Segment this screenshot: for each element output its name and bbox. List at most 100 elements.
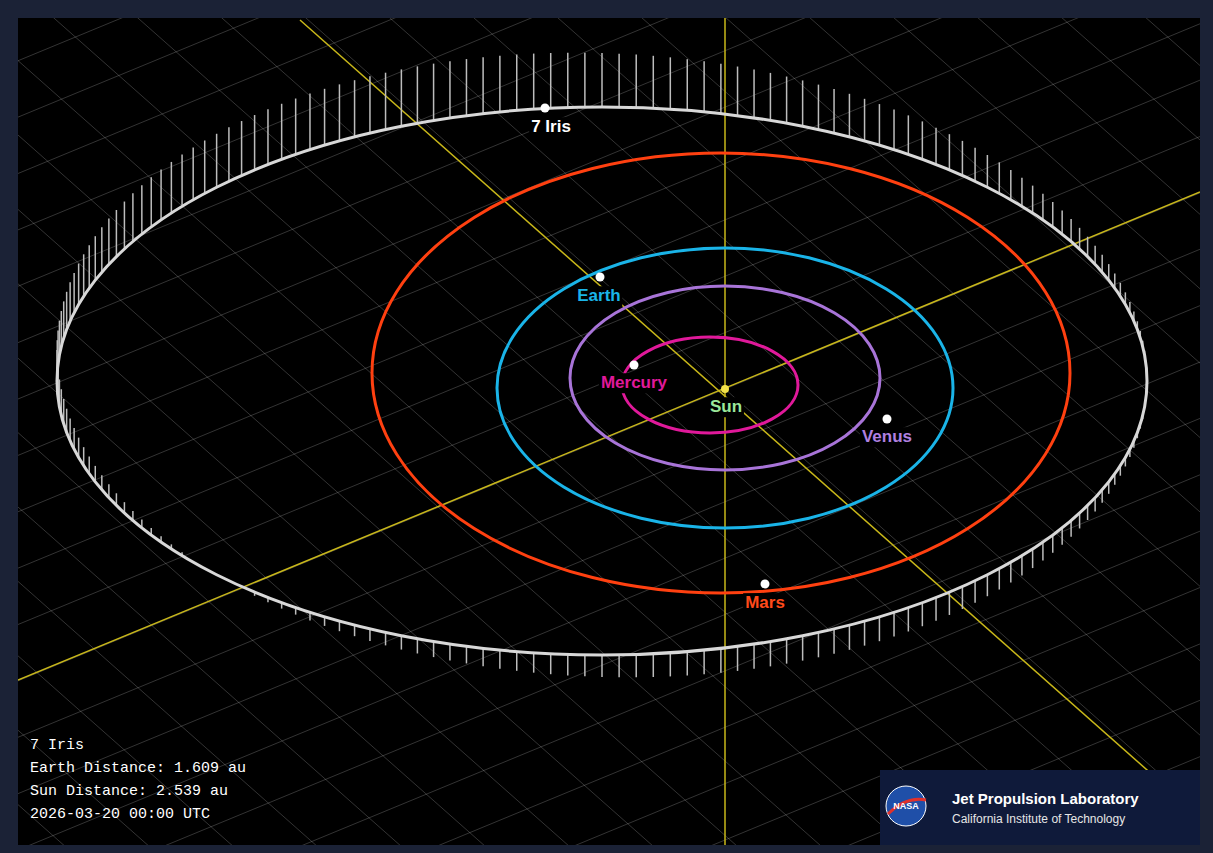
tick bbox=[516, 54, 518, 110]
tick bbox=[962, 141, 964, 176]
tick bbox=[802, 636, 804, 661]
tick bbox=[108, 219, 110, 265]
grid-line bbox=[30, 18, 1200, 845]
tick bbox=[1021, 556, 1023, 576]
tick bbox=[922, 603, 924, 627]
grid-line bbox=[259, 18, 1200, 845]
tick bbox=[618, 655, 620, 677]
tick bbox=[324, 89, 326, 145]
tick bbox=[78, 264, 80, 305]
tick bbox=[601, 53, 603, 107]
tick bbox=[974, 148, 976, 181]
tick bbox=[987, 575, 989, 596]
tick bbox=[974, 581, 976, 603]
tick bbox=[150, 177, 152, 227]
body-dot bbox=[883, 415, 892, 424]
tick bbox=[369, 629, 371, 641]
grid-line bbox=[18, 18, 847, 845]
tick bbox=[1061, 528, 1063, 545]
tick bbox=[1087, 237, 1089, 257]
grid-line bbox=[18, 18, 1200, 845]
grid-line bbox=[18, 126, 1200, 845]
tick bbox=[818, 85, 820, 130]
tick bbox=[550, 654, 552, 674]
tick bbox=[753, 70, 755, 118]
grid-line bbox=[18, 18, 1200, 845]
tick bbox=[433, 64, 435, 121]
tick bbox=[703, 650, 705, 674]
tick bbox=[908, 115, 910, 154]
tick bbox=[69, 282, 71, 321]
body-label: Sun bbox=[708, 397, 744, 417]
tick bbox=[241, 121, 243, 175]
tick bbox=[433, 642, 435, 658]
axes bbox=[18, 18, 1200, 845]
tick bbox=[864, 99, 866, 141]
tick bbox=[1042, 194, 1044, 220]
grid-line bbox=[18, 87, 1200, 845]
body-label: Earth bbox=[575, 286, 622, 306]
tick bbox=[935, 128, 937, 165]
nasa-meatball bbox=[886, 786, 926, 826]
tick bbox=[879, 617, 881, 641]
tick bbox=[533, 653, 535, 673]
meatball-swoosh bbox=[888, 799, 926, 814]
grid-line bbox=[18, 18, 1200, 845]
tick bbox=[908, 608, 910, 632]
body-dot bbox=[761, 580, 770, 589]
grid-line bbox=[18, 18, 1200, 845]
tick bbox=[385, 632, 387, 645]
body-dot bbox=[541, 104, 550, 113]
tick bbox=[385, 73, 387, 130]
axis-line bbox=[300, 20, 1190, 808]
tick bbox=[1042, 542, 1044, 560]
tick bbox=[849, 94, 851, 137]
grid-line bbox=[18, 18, 1200, 460]
body-label: 7 Iris bbox=[529, 117, 573, 137]
grid-line bbox=[18, 18, 1200, 652]
info-text: 7 Iris bbox=[28, 737, 86, 754]
tick bbox=[1094, 246, 1096, 265]
grid-line bbox=[431, 18, 1200, 845]
ecliptic-grid bbox=[18, 18, 1200, 845]
grid-line bbox=[488, 18, 1200, 845]
grid-line bbox=[18, 549, 1200, 845]
tick bbox=[95, 236, 97, 280]
tick bbox=[254, 115, 256, 170]
grid-line bbox=[87, 18, 1200, 845]
grid-line bbox=[18, 18, 1200, 845]
tick bbox=[1070, 219, 1072, 241]
grid-line bbox=[18, 18, 1200, 345]
tick bbox=[204, 140, 206, 193]
tick bbox=[401, 636, 403, 650]
tick bbox=[833, 629, 835, 654]
grid-line bbox=[18, 395, 1200, 845]
tick bbox=[369, 76, 371, 133]
grid-line bbox=[18, 18, 1200, 845]
tick bbox=[653, 56, 655, 108]
tick bbox=[935, 598, 937, 621]
tick bbox=[703, 61, 705, 112]
tick bbox=[962, 587, 964, 609]
grid-line bbox=[18, 587, 1200, 845]
grid-line bbox=[18, 49, 1200, 845]
tick bbox=[802, 80, 804, 126]
grid-line bbox=[18, 18, 1076, 845]
tick bbox=[192, 147, 194, 199]
grid-line bbox=[18, 18, 1200, 845]
grid-line bbox=[202, 18, 1200, 845]
tick bbox=[132, 193, 134, 241]
tick bbox=[864, 621, 866, 646]
tick bbox=[687, 652, 689, 676]
tick bbox=[124, 202, 126, 249]
tick bbox=[449, 61, 451, 118]
logo-text: NASA bbox=[891, 801, 921, 811]
grid-line bbox=[18, 18, 1200, 845]
tick bbox=[1061, 210, 1063, 234]
grid-line bbox=[18, 356, 1200, 845]
grid-line bbox=[18, 18, 904, 845]
grid-line bbox=[18, 510, 1200, 845]
grid-line bbox=[18, 18, 1200, 537]
body-dot bbox=[630, 361, 639, 370]
